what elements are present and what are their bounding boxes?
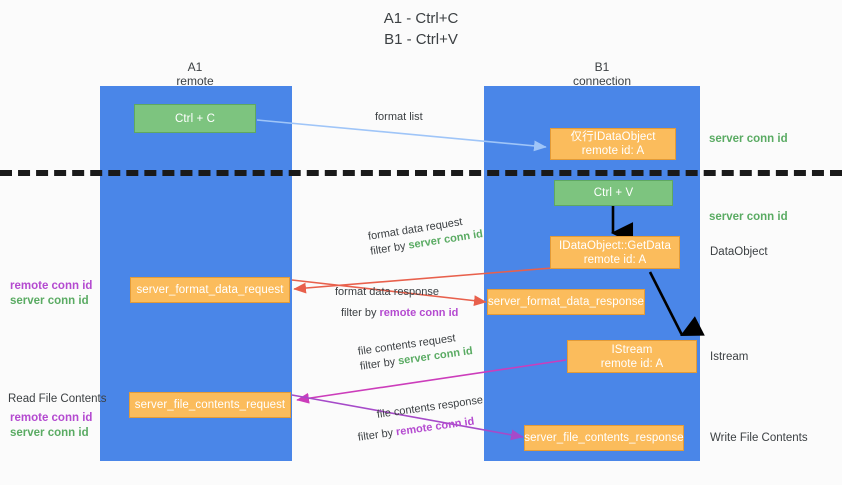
filter-value-remote-conn-id: remote conn id bbox=[395, 415, 476, 439]
left-label-read-file-contents-text: Read File Contents bbox=[8, 393, 107, 405]
edge-format-list-text: format list bbox=[375, 111, 423, 123]
node-ctrl-v[interactable]: Ctrl + V bbox=[554, 180, 673, 206]
title-line-1: A1 - Ctrl+C bbox=[383, 10, 459, 27]
node-server-format-data-response[interactable]: server_format_data_response bbox=[487, 289, 645, 315]
right-label-istream: Istream bbox=[710, 350, 748, 365]
node-idataobject-subtitle: remote id: A bbox=[581, 145, 645, 157]
title-line-2: B1 - Ctrl+V bbox=[384, 31, 458, 48]
right-label-data-object-text: DataObject bbox=[710, 246, 768, 258]
filter-value-remote-conn-id: remote conn id bbox=[379, 307, 459, 319]
node-istream[interactable]: IStream remote id: A bbox=[567, 340, 697, 373]
column-b1-role: connection bbox=[572, 74, 632, 88]
edge-format-data-response-text: format data response bbox=[335, 286, 439, 298]
edge-format-data-response-filter: filter by remote conn id bbox=[341, 306, 458, 321]
filter-prefix: filter by bbox=[341, 307, 380, 319]
node-ctrl-c[interactable]: Ctrl + C bbox=[134, 104, 256, 133]
right-label-server-conn-id-top: server conn id bbox=[709, 132, 788, 147]
node-server-file-contents-response-label: server_file_contents_response bbox=[524, 432, 684, 444]
node-istream-subtitle: remote id: A bbox=[600, 357, 664, 370]
node-getdata-subtitle: remote id: A bbox=[583, 253, 647, 266]
column-header-a1: A1 remote bbox=[120, 60, 270, 88]
node-idataobject-title: 仅行IDataObject bbox=[570, 131, 656, 143]
phase-divider bbox=[0, 170, 842, 176]
node-istream-title: IStream bbox=[611, 343, 653, 356]
edge-label-format-list: format list bbox=[375, 110, 423, 125]
edge-label-file-contents-request: file contents request filter by server c… bbox=[357, 329, 474, 375]
node-server-file-contents-request-label: server_file_contents_request bbox=[134, 399, 286, 411]
node-getdata-title: IDataObject::GetData bbox=[559, 239, 671, 252]
node-ctrl-v-label: Ctrl + V bbox=[593, 187, 634, 199]
column-b1-name: B1 bbox=[594, 60, 610, 74]
diagram-title: A1 - Ctrl+C B1 - Ctrl+V bbox=[0, 8, 842, 50]
column-a1-role: remote bbox=[176, 74, 214, 88]
right-label-server-conn-id-mid-text: server conn id bbox=[709, 211, 788, 223]
node-server-format-data-response-label: server_format_data_response bbox=[487, 296, 645, 308]
left-label-remote-conn-id-1: remote conn id bbox=[10, 280, 93, 292]
edge-label-format-data-response: format data response filter by remote co… bbox=[335, 285, 458, 321]
node-idataobject[interactable]: 仅行IDataObject remote id: A bbox=[550, 128, 676, 160]
edge-label-file-contents-response: file contents response filter by remote … bbox=[357, 393, 487, 444]
left-label-server-conn-id-1: server conn id bbox=[10, 295, 89, 307]
right-label-write-file-contents-text: Write File Contents bbox=[710, 432, 808, 444]
node-server-file-contents-response[interactable]: server_file_contents_response bbox=[524, 425, 684, 451]
left-label-conn-ids-2: remote conn id server conn id bbox=[10, 411, 92, 441]
node-idataobject-getdata[interactable]: IDataObject::GetData remote id: A bbox=[550, 236, 680, 269]
right-label-server-conn-id-mid: server conn id bbox=[709, 210, 788, 225]
node-server-file-contents-request[interactable]: server_file_contents_request bbox=[129, 392, 291, 418]
node-ctrl-c-label: Ctrl + C bbox=[174, 112, 216, 125]
right-label-data-object: DataObject bbox=[710, 245, 768, 260]
left-label-conn-ids-1: remote conn id server conn id bbox=[10, 279, 92, 309]
edge-label-format-data-request: format data request filter by server con… bbox=[367, 212, 484, 259]
column-a1-name: A1 bbox=[187, 60, 203, 74]
left-label-read-file-contents: Read File Contents bbox=[8, 392, 106, 407]
filter-prefix: filter by bbox=[357, 426, 397, 444]
node-server-format-data-request[interactable]: server_format_data_request bbox=[130, 277, 290, 303]
column-header-b1: B1 connection bbox=[527, 60, 677, 88]
left-label-remote-conn-id-2: remote conn id bbox=[10, 412, 93, 424]
left-label-server-conn-id-2: server conn id bbox=[10, 427, 89, 439]
filter-prefix: filter by bbox=[359, 355, 400, 373]
right-label-istream-text: Istream bbox=[710, 351, 749, 363]
right-label-write-file-contents: Write File Contents bbox=[710, 431, 808, 446]
right-label-server-conn-id-top-text: server conn id bbox=[709, 133, 788, 145]
node-server-format-data-request-label: server_format_data_request bbox=[136, 284, 284, 296]
